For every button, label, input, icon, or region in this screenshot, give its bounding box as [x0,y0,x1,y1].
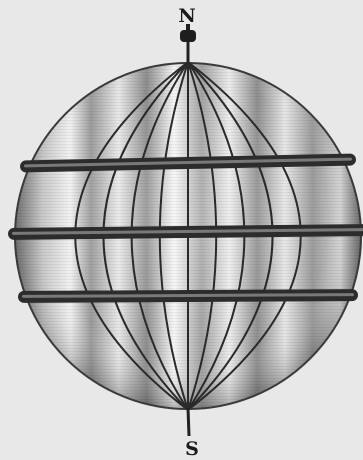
south-pole-label: S [177,440,207,459]
north-pole-cap [180,24,196,62]
north-pole-label: N [172,7,202,26]
south-pole-stub [188,408,189,436]
parallel-ring [18,289,358,303]
